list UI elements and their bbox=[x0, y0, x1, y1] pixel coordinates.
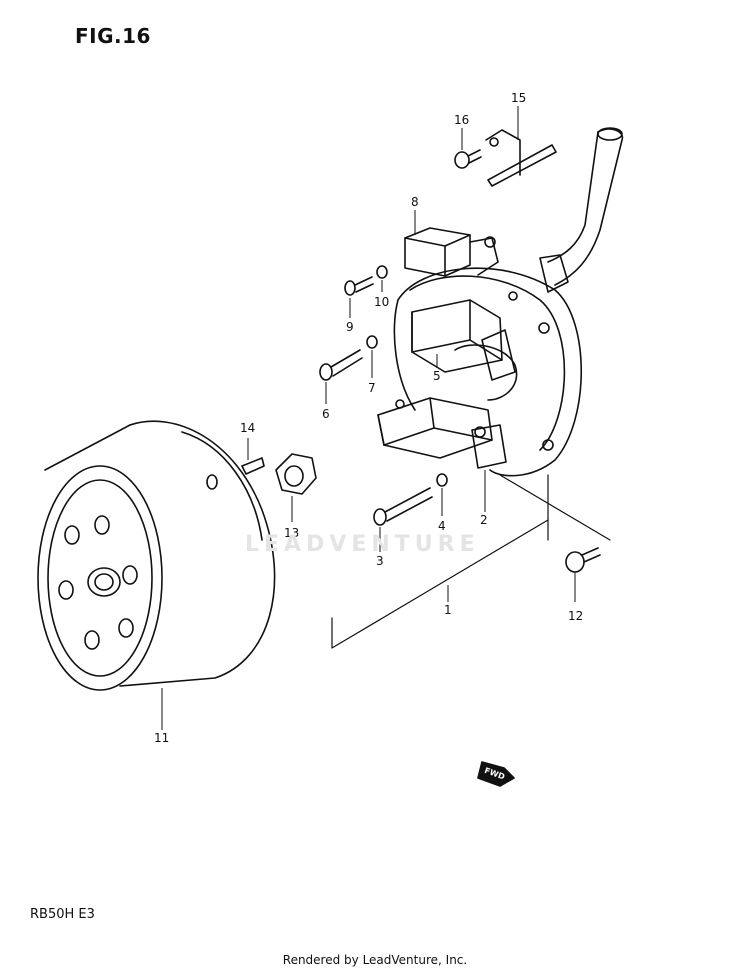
callout-12: 12 bbox=[568, 609, 583, 623]
callout-9: 9 bbox=[346, 320, 354, 334]
figure-title: FIG.16 bbox=[75, 24, 151, 48]
callout-3: 3 bbox=[376, 554, 384, 568]
fwd-arrow-icon bbox=[477, 761, 515, 787]
washer-4-drawing bbox=[436, 473, 448, 487]
condenser-drawing bbox=[404, 227, 499, 277]
callout-13: 13 bbox=[284, 526, 299, 540]
callout-6: 6 bbox=[322, 407, 330, 421]
callout-1: 1 bbox=[444, 603, 452, 617]
callout-15: 15 bbox=[511, 91, 526, 105]
callout-5: 5 bbox=[433, 369, 441, 383]
render-credit: Rendered by LeadVenture, Inc. bbox=[282, 953, 468, 967]
callout-14: 14 bbox=[240, 421, 255, 435]
callout-10: 10 bbox=[374, 295, 389, 309]
watermark: LEADVENTURE bbox=[245, 532, 480, 557]
screw-6-drawing bbox=[319, 349, 363, 381]
screw-9-drawing bbox=[344, 276, 374, 296]
callout-2: 2 bbox=[480, 513, 488, 527]
wire-harness-drawing bbox=[539, 127, 624, 293]
screw-16-drawing bbox=[454, 149, 482, 169]
rotor-nut-drawing bbox=[275, 453, 317, 495]
callout-11: 11 bbox=[154, 731, 169, 745]
screw-12-drawing bbox=[565, 547, 601, 573]
flywheel-rotor-drawing bbox=[37, 420, 276, 691]
clamp-15-drawing bbox=[485, 129, 557, 187]
callout-8: 8 bbox=[411, 195, 419, 209]
assembly-bracket-line bbox=[331, 474, 611, 649]
callout-16: 16 bbox=[454, 113, 469, 127]
stator-assembly-drawing bbox=[377, 267, 582, 477]
screw-3-drawing bbox=[373, 487, 433, 526]
model-code: RB50H E3 bbox=[30, 907, 95, 922]
callout-7: 7 bbox=[368, 381, 376, 395]
woodruff-key-drawing bbox=[241, 457, 265, 475]
callout-4: 4 bbox=[438, 519, 446, 533]
washer-7-drawing bbox=[366, 335, 378, 349]
washer-10-drawing bbox=[376, 265, 388, 279]
callout-labels: 1 2 3 4 5 6 7 8 9 10 11 12 13 14 15 16 F… bbox=[154, 91, 583, 782]
